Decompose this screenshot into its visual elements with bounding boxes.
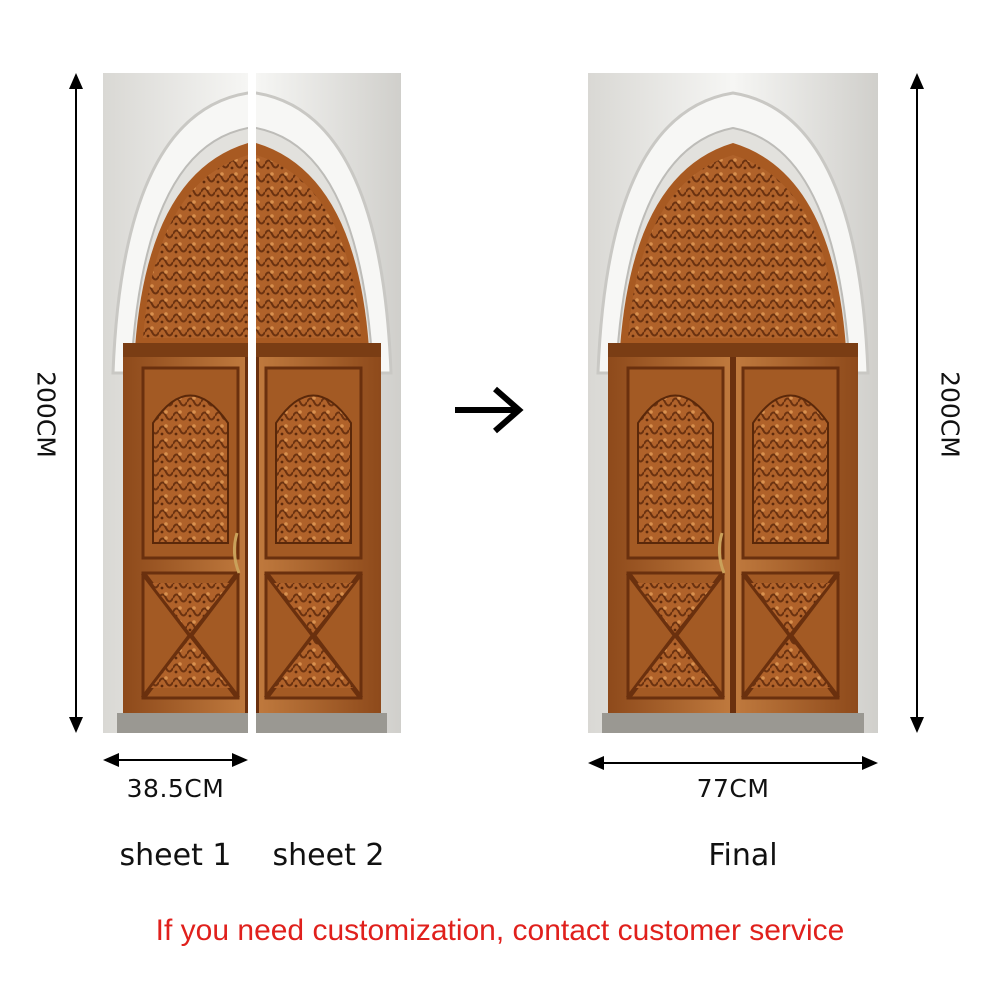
- sheet-1-panel: [103, 73, 248, 733]
- final-door-panel: [588, 73, 878, 733]
- height-label-left: 200CM: [31, 371, 61, 458]
- caption-final: Final: [708, 838, 778, 873]
- caption-sheet-2: sheet 2: [272, 838, 385, 873]
- sheet-width-label: 38.5CM: [126, 774, 225, 803]
- height-label-right: 200CM: [935, 371, 965, 458]
- customization-notice: If you need customization, contact custo…: [155, 914, 845, 947]
- sheet-width-arrow: [103, 753, 248, 767]
- final-width-arrow: [588, 756, 878, 770]
- height-arrow-left: [69, 73, 83, 733]
- height-arrow-right: [910, 73, 924, 733]
- caption-sheet-1: sheet 1: [119, 838, 232, 873]
- sheet-2-panel: [256, 73, 401, 733]
- final-width-label: 77CM: [696, 774, 770, 803]
- right-arrow-icon: [455, 386, 524, 434]
